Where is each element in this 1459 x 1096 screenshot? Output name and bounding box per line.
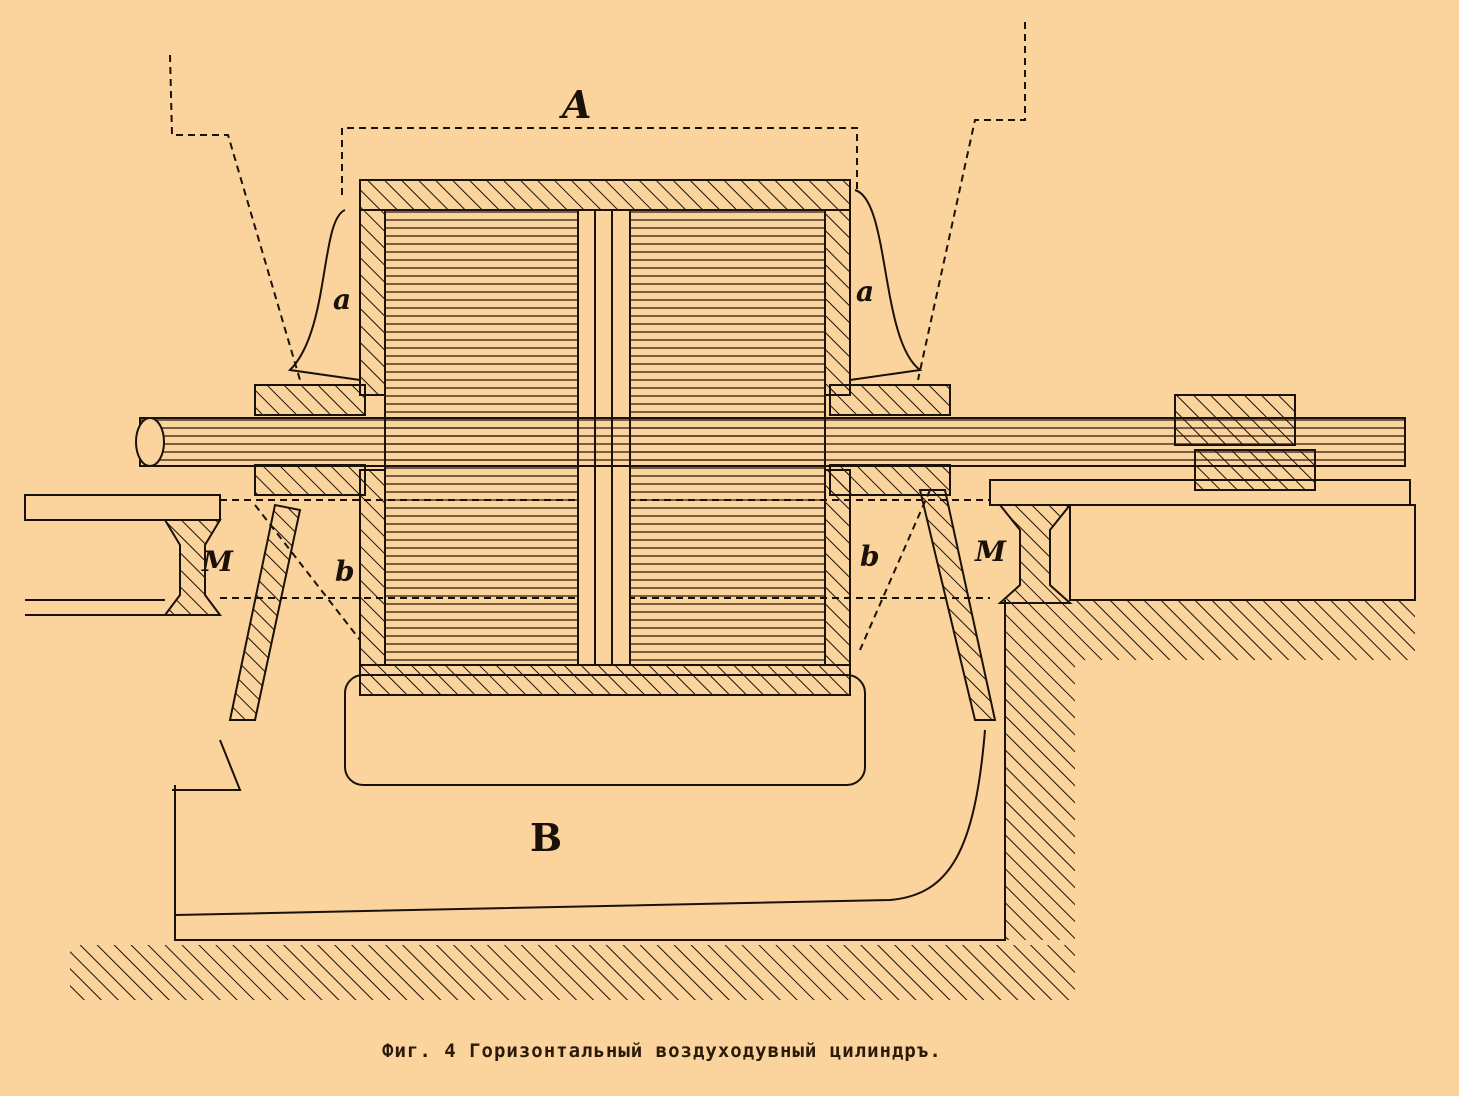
foundation-right [1005, 600, 1415, 660]
label-M-right: M [975, 535, 1006, 568]
piston-rod [135, 384, 1406, 496]
frame-beams [24, 479, 1416, 721]
label-M-left: M [202, 545, 233, 578]
label-a-left: a [333, 283, 352, 316]
foundation-floor [70, 945, 1075, 1000]
label-a-right: a [856, 275, 875, 308]
label-b-left: b [335, 555, 355, 588]
foundation-wall [1005, 660, 1075, 940]
label-A: A [562, 82, 592, 127]
figure-caption: Фиг. 4 Горизонтальный воздуходувный цили… [382, 1040, 942, 1062]
label-b-right: b [860, 540, 880, 573]
cylinder [287, 179, 923, 786]
label-B: B [530, 815, 563, 860]
